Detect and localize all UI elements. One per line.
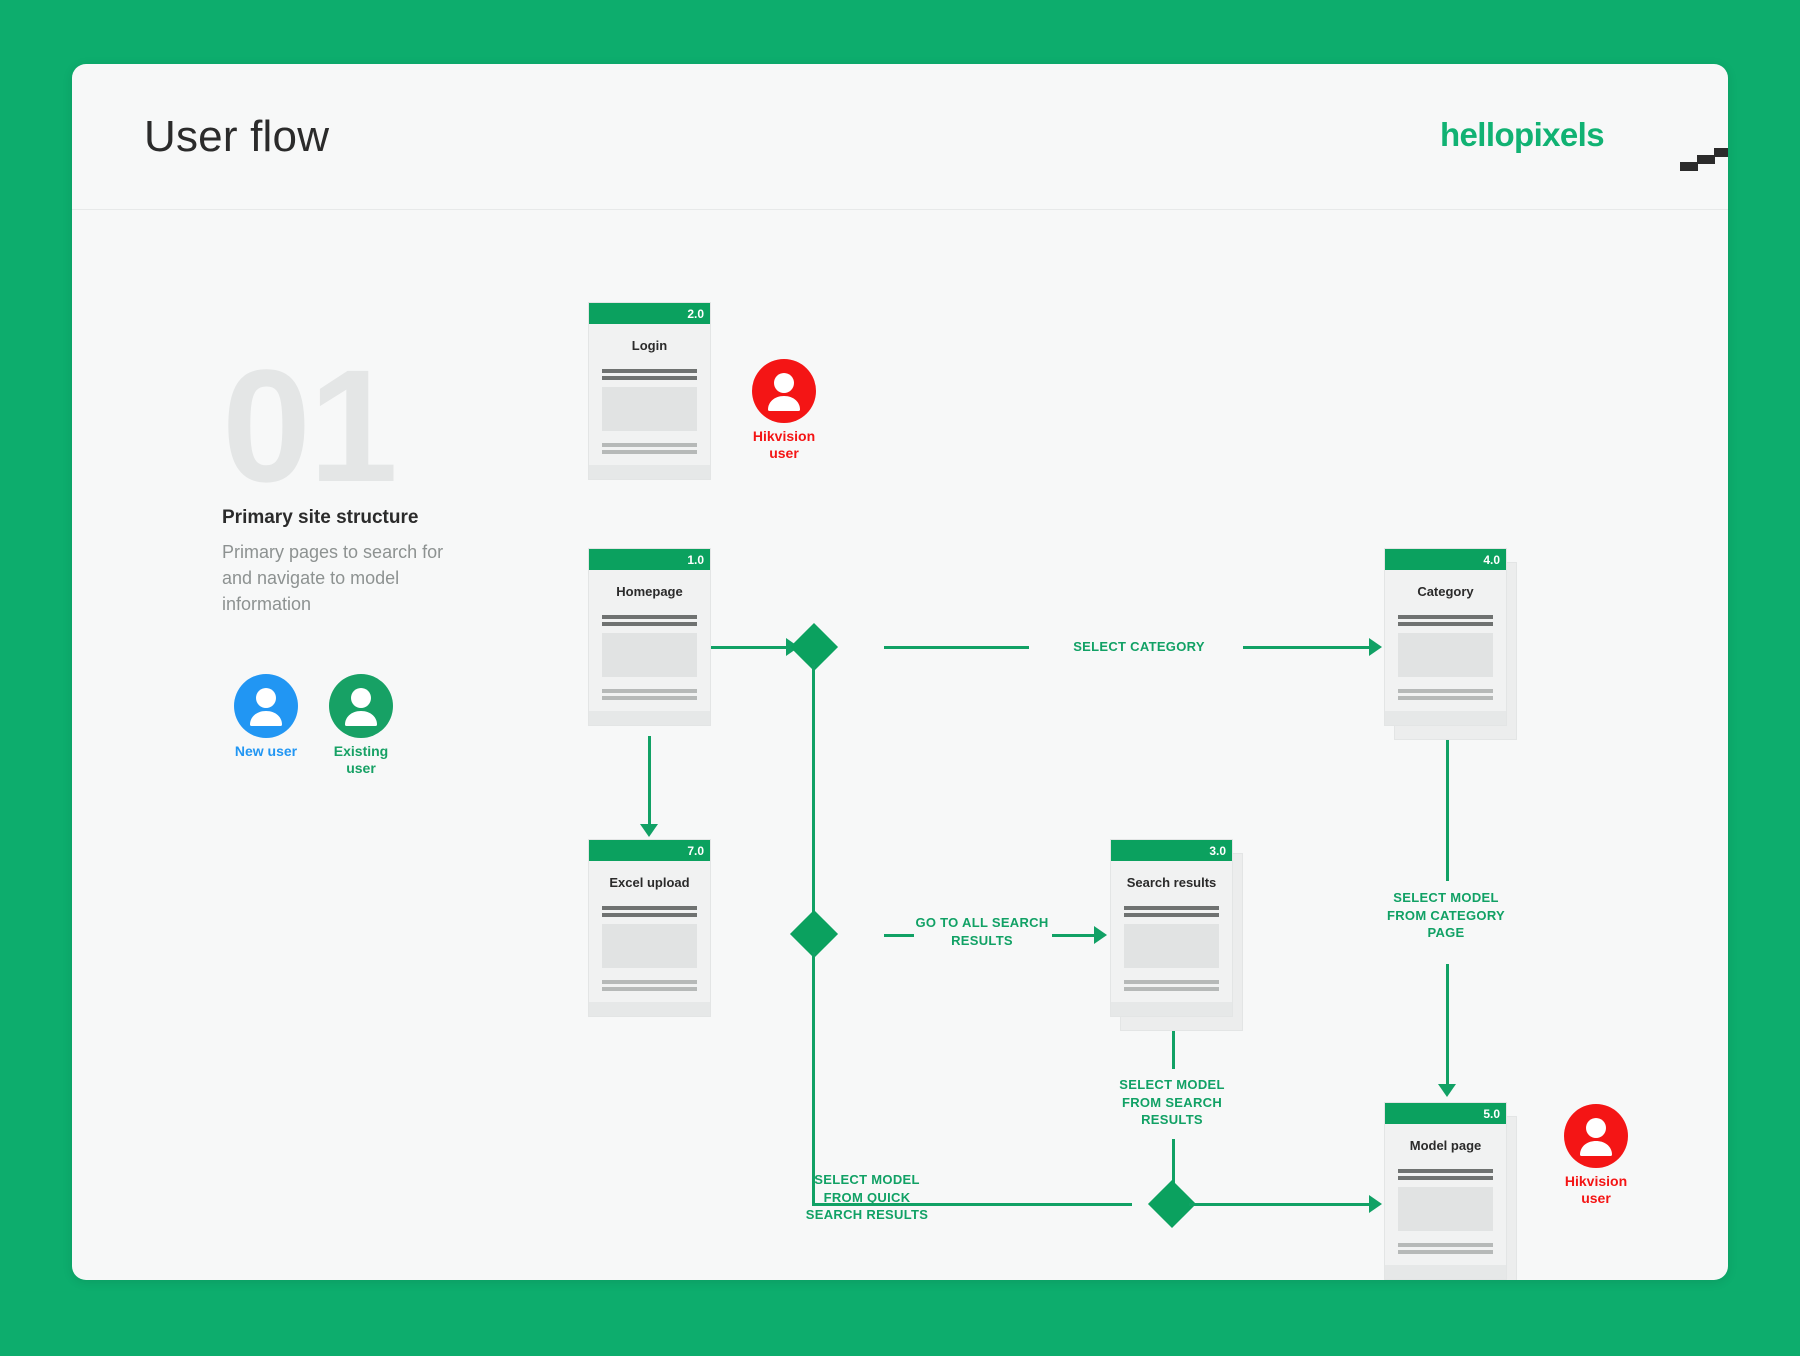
- connector-decision-a-to-category-2: [1243, 646, 1373, 649]
- node-header-bar: 2.0: [589, 303, 710, 324]
- node-title: Model page: [1409, 1138, 1482, 1153]
- user-avatar-icon: [752, 359, 816, 423]
- connector-search-to-decision-c: [1172, 1019, 1175, 1069]
- node-wireframe: [1385, 599, 1506, 700]
- connector-category-to-model-2: [1446, 964, 1449, 1086]
- node-footer: [589, 711, 710, 725]
- node-excel-upload[interactable]: 7.0 Excel upload: [588, 839, 711, 1017]
- user-avatar-icon: [234, 674, 298, 738]
- section-number: 01: [222, 336, 398, 515]
- connector-quick-search-to-decision-c: [812, 1203, 1132, 1206]
- node-wireframe: [589, 599, 710, 700]
- arrow-head: [1438, 1084, 1456, 1097]
- node-footer: [589, 1002, 710, 1016]
- persona-label: Hikvision user: [1564, 1173, 1628, 1206]
- node-number: 4.0: [1483, 552, 1500, 567]
- node-header-bar: 7.0: [589, 840, 710, 861]
- node-footer: [1385, 1265, 1506, 1279]
- node-card: 2.0 Login: [588, 302, 711, 480]
- edge-label-go-to-all-search-results: GO TO ALL SEARCH RESULTS: [915, 915, 1049, 948]
- node-wireframe: [589, 890, 710, 991]
- node-header-bar: 5.0: [1385, 1103, 1506, 1124]
- node-footer: [1111, 1002, 1232, 1016]
- node-wireframe: [1385, 1153, 1506, 1254]
- persona-label: Existing user: [333, 743, 389, 776]
- brand-logo: hellopixels: [1440, 116, 1728, 174]
- connector-decision-c-to-model: [1189, 1203, 1369, 1206]
- node-number: 5.0: [1483, 1106, 1500, 1121]
- node-footer: [589, 465, 710, 479]
- persona-label: Hikvision user: [752, 428, 816, 461]
- node-category[interactable]: 4.0 Category: [1384, 548, 1517, 740]
- node-number: 1.0: [687, 552, 704, 567]
- logo-wordmark: hellopixels: [1440, 116, 1605, 153]
- node-number: 2.0: [687, 306, 704, 321]
- node-card: 4.0 Category: [1384, 548, 1507, 726]
- node-number: 7.0: [687, 843, 704, 858]
- arrow-head: [1369, 1195, 1382, 1213]
- node-search-results[interactable]: 3.0 Search results: [1110, 839, 1243, 1031]
- connector-decision-b-down: [812, 952, 815, 1205]
- node-number: 3.0: [1209, 843, 1226, 858]
- section-description: Primary pages to search for and navigate…: [222, 541, 444, 614]
- edge-label-select-model-from-category: SELECT MODEL FROM CATEGORY PAGE: [1386, 890, 1505, 941]
- node-card: 3.0 Search results: [1110, 839, 1233, 1017]
- node-card: 1.0 Homepage: [588, 548, 711, 726]
- header: User flow hellopixels: [72, 64, 1728, 210]
- connector-decision-a-to-decision-b: [812, 664, 815, 939]
- connector-category-to-model: [1446, 736, 1449, 881]
- node-header-bar: 3.0: [1111, 840, 1232, 861]
- node-homepage[interactable]: 1.0 Homepage: [588, 548, 711, 726]
- persona-label: New user: [234, 743, 298, 759]
- node-login[interactable]: 2.0 Login: [588, 302, 711, 480]
- arrow-head: [640, 824, 658, 837]
- section-title: Primary site structure: [222, 506, 419, 528]
- connector-decision-a-to-category: [884, 646, 1029, 649]
- page-title: User flow: [144, 112, 330, 161]
- node-title: Category: [1417, 584, 1474, 599]
- connector-decision-b-to-search: [884, 934, 914, 937]
- connector-search-to-decision-c-2: [1172, 1139, 1175, 1205]
- persona-hikvision-user-model: Hikvision user: [1554, 1104, 1638, 1207]
- node-card: 7.0 Excel upload: [588, 839, 711, 1017]
- persona-hikvision-user-login: Hikvision user: [742, 359, 826, 462]
- persona-existing-user: Existing user: [319, 674, 403, 777]
- edge-label-select-category: SELECT CATEGORY: [1073, 639, 1205, 654]
- arrow-head: [1369, 638, 1382, 656]
- node-card: 5.0 Model page: [1384, 1102, 1507, 1280]
- decision-node-b: [789, 909, 839, 959]
- node-title: Excel upload: [609, 875, 690, 890]
- connector-decision-b-to-search-2: [1052, 934, 1099, 937]
- node-footer: [1385, 711, 1506, 725]
- node-model-page[interactable]: 5.0 Model page: [1384, 1102, 1517, 1280]
- persona-new-user: New user: [224, 674, 308, 760]
- connector-homepage-to-decision-a: [711, 646, 792, 649]
- user-avatar-icon: [329, 674, 393, 738]
- node-title: Search results: [1126, 875, 1217, 890]
- node-header-bar: 4.0: [1385, 549, 1506, 570]
- user-avatar-icon: [1564, 1104, 1628, 1168]
- intro-block: 01 Primary site structure Primary pages …: [222, 336, 472, 617]
- arrow-head: [1094, 926, 1107, 944]
- user-flow-canvas: User flow hellopixels 01 Primary site st…: [72, 64, 1728, 1280]
- node-header-bar: 1.0: [589, 549, 710, 570]
- node-title: Homepage: [616, 584, 683, 599]
- node-wireframe: [1111, 890, 1232, 991]
- node-title: Login: [631, 338, 668, 353]
- edge-label-select-model-from-quick: SELECT MODEL FROM QUICK SEARCH RESULTS: [805, 1172, 929, 1223]
- edge-label-select-model-from-search: SELECT MODEL FROM SEARCH RESULTS: [1119, 1077, 1225, 1128]
- node-wireframe: [589, 353, 710, 454]
- connector-homepage-to-excel: [648, 736, 651, 826]
